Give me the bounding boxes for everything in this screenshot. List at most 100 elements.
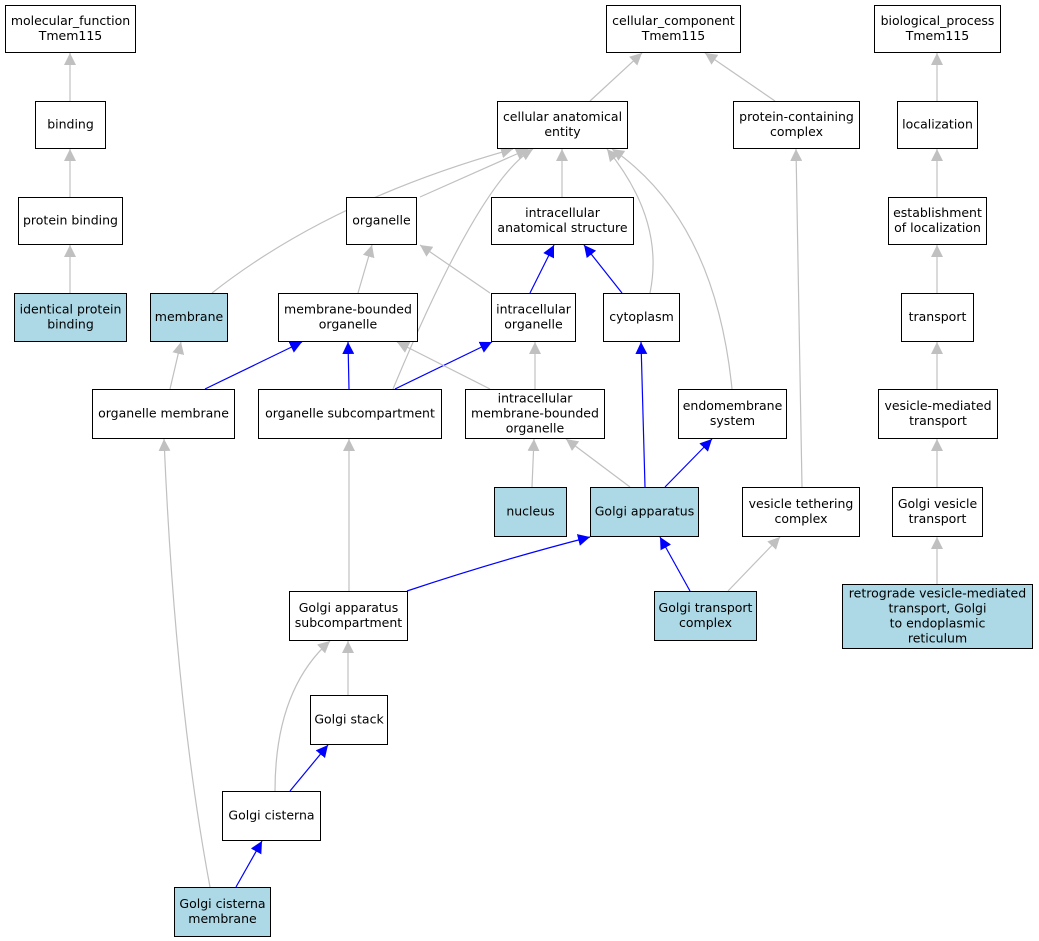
node-label-line: organelle membrane — [98, 406, 229, 421]
node-label-line: transport — [909, 309, 967, 324]
node-golgi-stack[interactable]: Golgi stack — [310, 695, 388, 745]
node-golgi-apparatus[interactable]: Golgi apparatus — [590, 487, 699, 537]
node-organelle-subcompartment[interactable]: organelle subcompartment — [258, 389, 442, 439]
node-box — [14, 293, 127, 342]
edge-intracellular_organelle-to-organelle — [419, 244, 491, 294]
edge-protein_containing_complex-to-cc_root — [704, 52, 776, 102]
edge-endomembrane_system-to-cellular_anatomical_entity — [611, 148, 733, 390]
edge-intracellular_membrane_bounded_organelle-to-membrane_bounded_organelle — [396, 341, 491, 390]
edge-membrane_bounded_organelle-to-organelle — [357, 244, 375, 294]
node-label-line: membrane-bounded — [471, 406, 599, 421]
node-box — [5, 5, 136, 53]
node-label-line: protein binding — [23, 213, 118, 228]
node-label-line: organelle subcompartment — [265, 406, 435, 421]
node-box — [678, 389, 787, 439]
node-box — [465, 389, 605, 439]
node-label-line: transport — [909, 413, 967, 428]
node-transport[interactable]: transport — [901, 293, 974, 342]
node-label-line: entity — [544, 124, 581, 139]
node-label-line: nucleus — [506, 504, 554, 519]
node-label-line: transport, Golgi — [889, 601, 987, 616]
node-label-line: Golgi vesicle — [898, 496, 978, 511]
node-box — [289, 591, 408, 641]
node-label-line: Tmem115 — [905, 28, 970, 43]
node-box — [878, 389, 998, 439]
node-organelle-membrane[interactable]: organelle membrane — [92, 389, 235, 439]
node-cytoplasm[interactable]: cytoplasm — [603, 293, 680, 342]
edge-golgi_cisterna-to-golgi_apparatus_subcompartment — [274, 640, 331, 792]
node-label-line: membrane — [155, 309, 224, 324]
node-label-line: vesicle-mediated — [884, 398, 991, 413]
edge-cellular_anatomical_entity-to-cc_root — [589, 52, 643, 102]
node-box — [222, 791, 321, 841]
node-box — [494, 487, 567, 537]
node-label-line: establishment — [893, 205, 982, 220]
edge-organelle_subcompartment-to-cellular_anatomical_entity — [392, 148, 534, 390]
node-label-line: localization — [902, 117, 973, 132]
node-label-line: retrograde vesicle-mediated — [849, 586, 1026, 601]
node-label-line: Golgi apparatus — [595, 504, 695, 519]
edge-golgi_apparatus_subcompartment-to-golgi_apparatus — [406, 534, 591, 592]
node-label-line: cellular anatomical — [503, 109, 622, 124]
node-label-line: Golgi transport — [659, 600, 753, 615]
node-box — [892, 487, 983, 537]
edge-cytoplasm-to-cellular_anatomical_entity — [606, 148, 654, 294]
node-label-line: binding — [47, 117, 94, 132]
edge-organelle_membrane-to-membrane — [169, 341, 185, 390]
node-label-line: anatomical structure — [497, 220, 627, 235]
node-label-line: membrane — [188, 911, 257, 926]
node-box — [606, 5, 741, 53]
node-label-line: cytoplasm — [609, 309, 674, 324]
node-label-line: Golgi cisterna — [228, 808, 314, 823]
node-nucleus[interactable]: nucleus — [494, 487, 567, 537]
node-label-line: complex — [679, 615, 732, 630]
node-label-line: membrane-bounded — [284, 302, 412, 317]
edge-organelle_subcompartment-to-membrane_bounded_organelle — [342, 341, 355, 390]
node-box — [888, 197, 987, 245]
edge-golgi_apparatus-to-cytoplasm — [635, 341, 648, 488]
node-label-line: identical protein — [20, 302, 122, 317]
node-golgi-cisterna[interactable]: Golgi cisterna — [222, 791, 321, 841]
node-label-line: subcompartment — [295, 615, 402, 630]
node-label-line: Golgi stack — [314, 712, 384, 727]
node-label-line: organelle — [506, 421, 565, 436]
node-label-line: endomembrane — [683, 398, 783, 413]
node-box — [603, 293, 680, 342]
node-box — [901, 293, 974, 342]
node-label-line: reticulum — [908, 631, 967, 646]
node-label-line: intracellular — [525, 205, 601, 220]
node-protein-binding[interactable]: protein binding — [18, 197, 123, 245]
node-box — [742, 487, 860, 537]
node-box — [491, 293, 576, 342]
edges-layer — [64, 52, 943, 888]
node-label-line: protein-containing — [739, 109, 854, 124]
node-binding[interactable]: binding — [35, 101, 106, 149]
node-box — [654, 591, 757, 641]
node-membrane[interactable]: membrane — [150, 293, 228, 342]
edge-golgi_cisterna_membrane-to-golgi_cisterna — [235, 840, 263, 888]
node-organelle[interactable]: organelle — [346, 197, 417, 245]
node-localization[interactable]: localization — [897, 101, 978, 149]
node-label-line: organelle — [319, 317, 378, 332]
edge-intracellular_organelle-to-intracellular_anatomical_structure — [529, 244, 555, 294]
node-box — [346, 197, 417, 245]
